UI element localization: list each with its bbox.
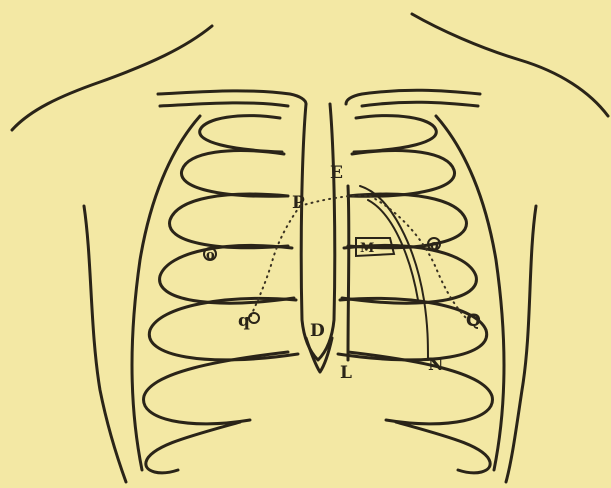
right-rib-cage-edge <box>436 116 504 470</box>
label-Q: Q <box>466 311 481 331</box>
left-rib-5 <box>149 298 298 359</box>
right-shoulder-outline <box>412 14 608 116</box>
label-o-left: o <box>206 248 215 263</box>
right-rib-1 <box>354 116 436 152</box>
label-D: D <box>310 321 325 341</box>
label-M: M <box>360 241 374 256</box>
left-rib-2 <box>181 151 286 197</box>
heart-border-left <box>348 186 349 360</box>
left-rib-6 <box>144 352 288 424</box>
heart-curve <box>360 186 428 360</box>
label-N: N <box>428 355 444 375</box>
label-o-right: o <box>430 238 439 253</box>
left-rib-1 <box>200 116 282 152</box>
left-shoulder-outline <box>12 26 212 130</box>
right-rib-6 <box>348 352 492 424</box>
right-body-outline <box>506 206 536 482</box>
left-rib-7 <box>146 422 240 473</box>
label-q: q <box>238 311 250 331</box>
left-clavicle-lower <box>160 103 288 106</box>
left-rib-3 <box>170 194 288 248</box>
label-P: P <box>292 193 305 213</box>
right-rib-5 <box>338 298 487 359</box>
right-clavicle-lower <box>362 102 478 106</box>
label-L: L <box>340 363 352 383</box>
label-E: E <box>330 163 343 183</box>
marker-q <box>249 313 259 323</box>
right-rib-2 <box>350 151 455 197</box>
left-rib-cage-edge <box>132 116 200 470</box>
left-body-outline <box>84 206 126 482</box>
right-rib-7 <box>396 422 490 473</box>
